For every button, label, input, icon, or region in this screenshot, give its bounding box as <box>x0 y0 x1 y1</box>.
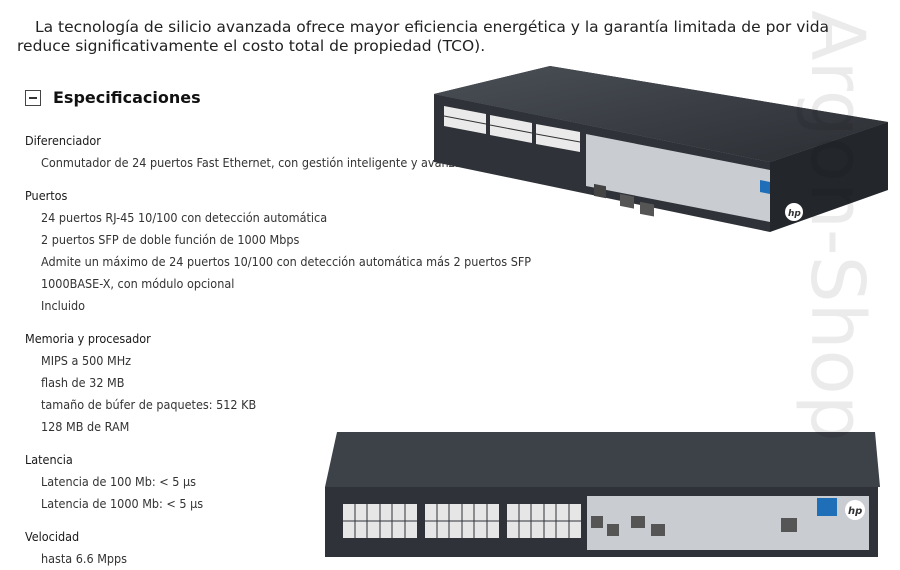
spec-item: 1000BASE-X, con módulo opcional <box>41 276 235 291</box>
spec-item: Conmutador de 24 puertos Fast Ethernet, … <box>41 155 476 170</box>
spec-item: tamaño de búfer de paquetes: 512 KB <box>41 397 257 412</box>
spec-item: 128 MB de RAM <box>41 419 130 434</box>
network-switch-image-top: hp <box>434 66 888 232</box>
collapse-minus-icon[interactable] <box>25 89 41 106</box>
spec-group-label: Velocidad <box>25 529 80 544</box>
spec-group-label: Diferenciador <box>25 133 101 148</box>
spec-item: 24 puertos RJ-45 10/100 con detección au… <box>41 210 328 225</box>
watermark-text: Argon-Shop <box>794 10 880 442</box>
intro-text: La tecnología de silicio avanzada ofrece… <box>17 18 830 55</box>
spec-item: Incluido <box>41 298 86 313</box>
intro-paragraph: La tecnología de silicio avanzada ofrece… <box>17 18 887 56</box>
spec-group-velocidad: Velocidad hasta 6.6 Mpps <box>25 526 127 570</box>
network-switch-image-bottom: hp <box>325 432 880 557</box>
spec-item: Latencia de 100 Mb: < 5 µs <box>41 474 196 489</box>
specifications-header[interactable]: Especificaciones <box>25 88 201 107</box>
spec-item: Admite un máximo de 24 puertos 10/100 co… <box>41 254 532 269</box>
spec-item: 2 puertos SFP de doble función de 1000 M… <box>41 232 300 247</box>
spec-group-diferenciador: Diferenciador Conmutador de 24 puertos F… <box>25 130 475 174</box>
watermark: Argon-Shop <box>794 10 880 442</box>
spec-group-latencia: Latencia Latencia de 100 Mb: < 5 µs Late… <box>25 449 203 515</box>
hp-logo-icon: hp <box>848 506 862 517</box>
spec-group-label: Puertos <box>25 188 68 203</box>
spec-group-label: Memoria y procesador <box>25 331 151 346</box>
spec-item: flash de 32 MB <box>41 375 125 390</box>
spec-item: MIPS a 500 MHz <box>41 353 132 368</box>
spec-group-label: Latencia <box>25 452 73 467</box>
spec-item: Latencia de 1000 Mb: < 5 µs <box>41 496 204 511</box>
hp-logo-icon: hp <box>788 209 801 219</box>
spec-item: hasta 6.6 Mpps <box>41 551 128 566</box>
specifications-title: Especificaciones <box>53 88 201 107</box>
spec-group-puertos: Puertos 24 puertos RJ-45 10/100 con dete… <box>25 185 531 317</box>
spec-group-memoria: Memoria y procesador MIPS a 500 MHz flas… <box>25 328 256 438</box>
